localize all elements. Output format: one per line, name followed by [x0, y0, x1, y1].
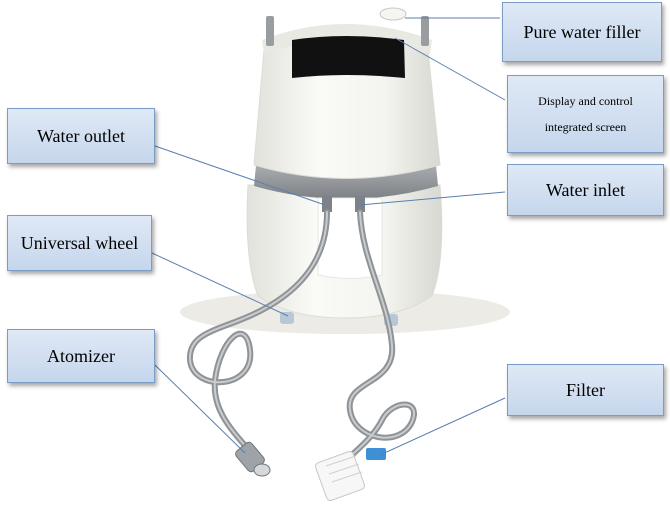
leader-water-outlet [154, 145, 326, 206]
label-water-outlet: Water outlet [7, 108, 155, 164]
label-display-control-screen: Display and control integrated screen [507, 75, 664, 153]
left-handle [266, 16, 274, 46]
leader-universal-wheel [151, 252, 289, 317]
inlet-connector [355, 196, 365, 212]
atomizer-nozzle [235, 441, 271, 477]
filler-cap-icon [379, 7, 407, 21]
leader-water-inlet [359, 191, 506, 206]
label-text-line-1: Display and control [538, 94, 633, 108]
hoses [186, 209, 417, 465]
label-text: Water outlet [36, 125, 125, 146]
gray-band [254, 165, 438, 199]
display-screen [292, 36, 405, 78]
filter-unit [314, 448, 386, 502]
leader-lines [151, 17, 506, 456]
label-text: Water inlet [545, 179, 625, 200]
right-handle [421, 16, 429, 46]
label-atomizer: Atomizer [7, 329, 155, 383]
label-universal-wheel: Universal wheel [7, 215, 152, 271]
label-text-line-2: integrated screen [544, 120, 627, 134]
label-text: Filter [566, 379, 605, 400]
label-filter: Filter [507, 364, 664, 416]
outlet-connector [322, 196, 332, 212]
label-pure-water-filler: Pure water filler [502, 2, 662, 62]
label-text: Atomizer [47, 345, 115, 366]
leader-display [394, 37, 506, 101]
leader-atomizer [154, 364, 246, 454]
label-water-inlet: Water inlet [507, 164, 664, 216]
wheel-left [280, 312, 294, 324]
label-text: Pure water filler [523, 21, 641, 42]
label-text: Universal wheel [20, 232, 139, 253]
leader-filter [379, 397, 506, 456]
